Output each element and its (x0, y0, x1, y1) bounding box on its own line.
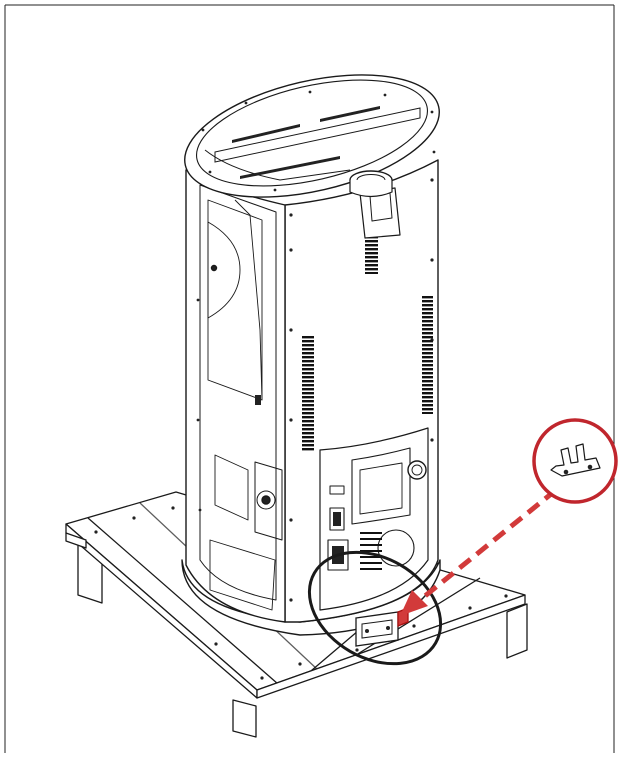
detail-callout-circle (532, 418, 618, 504)
dashed-arrow (400, 488, 558, 616)
stove-rear-panel (319, 427, 429, 611)
rear-fan-housing (377, 529, 415, 567)
pallet-leg-front (232, 699, 257, 738)
base-ellipse (307, 550, 443, 666)
stove-top (184, 74, 440, 198)
bracket-detail (532, 418, 618, 504)
vent-right (422, 296, 433, 414)
stove-left-panel (185, 169, 286, 623)
page-frame (4, 4, 615, 753)
vent-top (365, 232, 378, 274)
stove-shell (284, 159, 439, 623)
stove-internal-motor (254, 461, 283, 541)
vent-left (302, 336, 314, 451)
bracket-part-icon (550, 443, 601, 477)
stove (181, 159, 441, 636)
base-bracket (355, 607, 409, 647)
stove-top-rim-inner (195, 79, 429, 187)
arrow-head-icon (400, 590, 428, 616)
pallet-leg-right (506, 603, 528, 659)
